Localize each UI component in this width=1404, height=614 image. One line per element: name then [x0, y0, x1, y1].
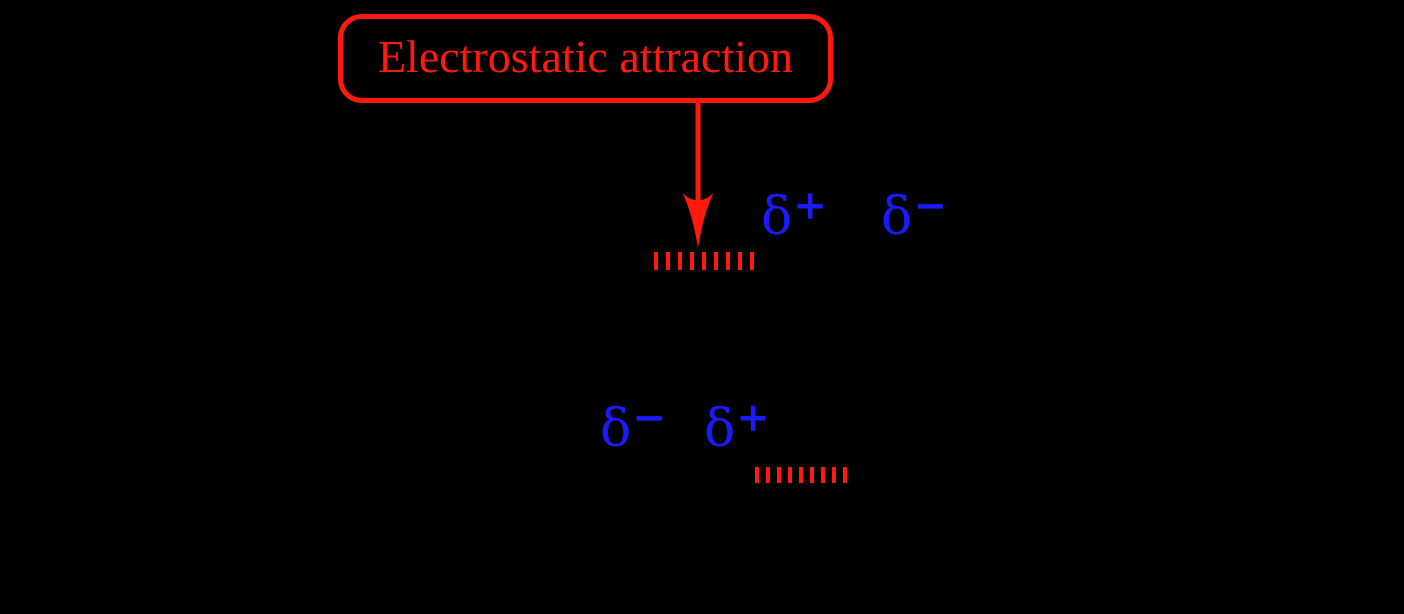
partial-charge-delta-plus-bottom: δ+ [704, 398, 770, 456]
hash-mark [738, 252, 742, 270]
hash-mark [799, 467, 803, 483]
down-arrow-icon [682, 101, 714, 248]
hash-mark [843, 467, 847, 483]
partial-charge-delta-minus-bottom: δ− [600, 398, 666, 456]
hash-mark [714, 252, 718, 270]
minus-sign: − [913, 182, 947, 229]
hash-mark [766, 467, 770, 483]
plus-sign: + [793, 182, 827, 229]
delta-symbol: δ [704, 399, 736, 459]
hash-mark [678, 252, 682, 270]
hash-mark [755, 467, 759, 483]
hash-mark [821, 467, 825, 483]
hash-mark [666, 252, 670, 270]
plus-sign: + [736, 394, 770, 441]
electrostatic-attraction-callout: Electrostatic attraction [338, 14, 833, 103]
callout-label: Electrostatic attraction [377, 30, 794, 82]
partial-bond-hashes-upper [654, 252, 754, 270]
hash-mark [777, 467, 781, 483]
partial-charge-delta-plus-top: δ+ [761, 186, 827, 244]
delta-symbol: δ [881, 187, 913, 247]
hash-mark [788, 467, 792, 483]
hash-mark [690, 252, 694, 270]
hash-mark [726, 252, 730, 270]
hash-mark [810, 467, 814, 483]
partial-charge-delta-minus-top: δ− [881, 186, 947, 244]
delta-symbol: δ [600, 399, 632, 459]
hash-mark [654, 252, 658, 270]
delta-symbol: δ [761, 187, 793, 247]
hash-mark [702, 252, 706, 270]
minus-sign: − [632, 394, 666, 441]
hash-mark [832, 467, 836, 483]
partial-bond-hashes-lower [755, 467, 847, 483]
hash-mark [750, 252, 754, 270]
